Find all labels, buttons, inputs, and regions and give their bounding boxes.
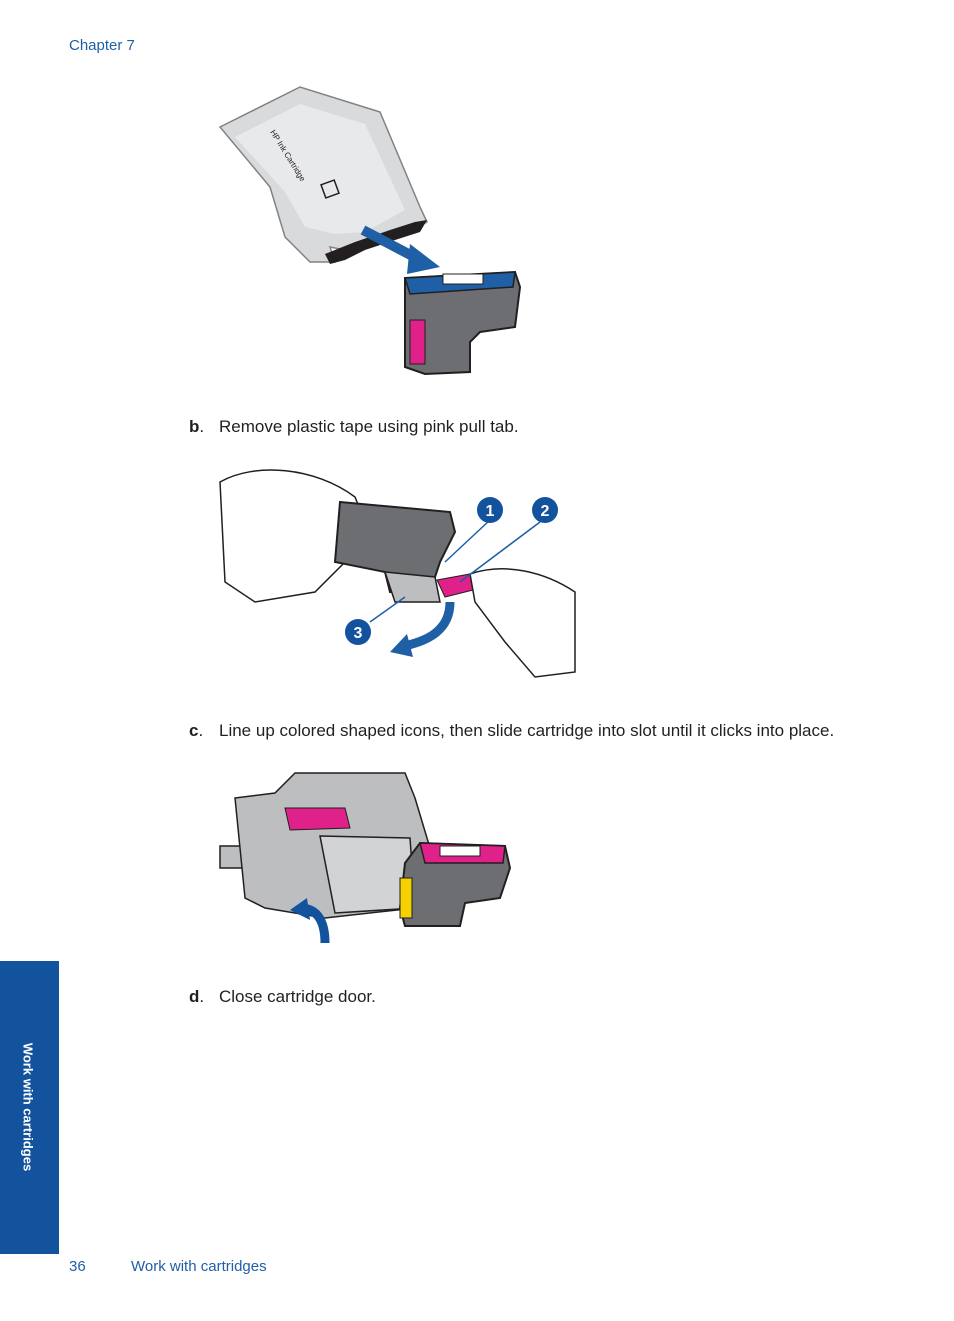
page-number: 36: [69, 1258, 86, 1275]
step-c: c. Line up colored shaped icons, then sl…: [189, 721, 835, 740]
step-letter: b: [189, 417, 200, 436]
step-b: b. Remove plastic tape using pink pull t…: [189, 417, 519, 436]
footer-section: Work with cartridges: [131, 1258, 267, 1275]
callout-1: 1: [486, 503, 495, 520]
step-text: Close cartridge door.: [219, 987, 376, 1006]
chapter-header: Chapter 7: [69, 37, 135, 54]
step-text: Line up colored shaped icons, then slide…: [219, 721, 835, 740]
figure-remove-from-bag: HP Ink Cartridge: [218, 86, 522, 376]
step-letter: c: [189, 721, 199, 740]
figure-insert-cartridge: [219, 772, 512, 944]
figure-remove-tape: 1 2 3: [219, 469, 576, 678]
step-d: d. Close cartridge door.: [189, 987, 376, 1006]
callout-3: 3: [354, 625, 363, 642]
callout-2: 2: [541, 503, 550, 520]
step-letter: d: [189, 987, 200, 1006]
side-tab: Work with cartridges: [0, 961, 59, 1254]
side-tab-label: Work with cartridges: [20, 1042, 36, 1172]
step-text: Remove plastic tape using pink pull tab.: [219, 417, 519, 436]
